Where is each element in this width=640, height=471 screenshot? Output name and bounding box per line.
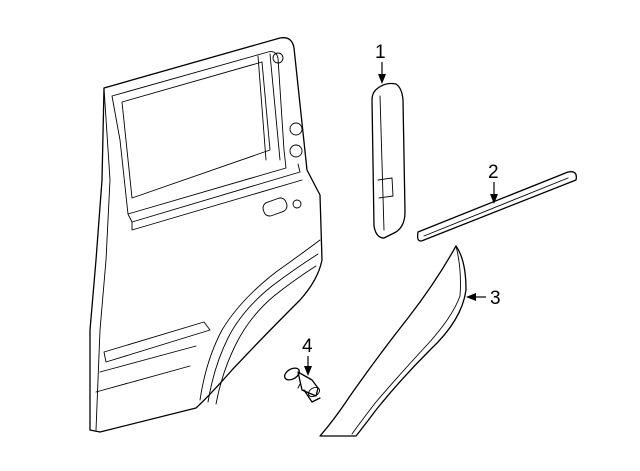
- callout-4: 4: [302, 336, 313, 376]
- callout-label-2: 2: [488, 162, 499, 183]
- pillar-applique: [371, 82, 406, 239]
- belt-molding: [416, 171, 577, 242]
- wheel-opening-molding: [319, 245, 467, 437]
- callout-label-3: 3: [490, 288, 501, 309]
- callout-label-4: 4: [302, 336, 313, 357]
- callout-2: 2: [488, 162, 499, 204]
- rear-door-shell: [89, 37, 323, 433]
- callout-1: 1: [375, 42, 386, 84]
- callout-label-1: 1: [375, 42, 386, 63]
- push-pin-retainer: [283, 367, 321, 403]
- callout-3: 3: [466, 288, 501, 309]
